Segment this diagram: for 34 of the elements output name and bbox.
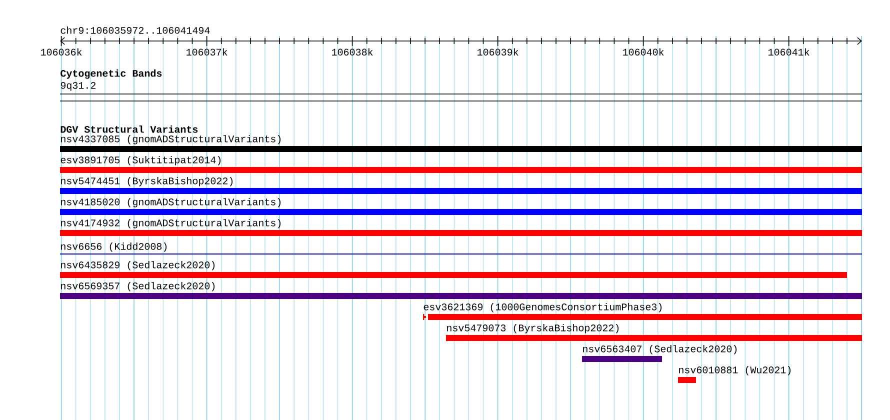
node-label: nsv6656 (Kidd2008) xyxy=(61,242,167,252)
node-label: nsv6569357 (Sedlazeck2020) xyxy=(61,282,215,292)
track-heading: DGV Structural Variants xyxy=(60,125,198,133)
node-label: nsv6010881 (Wu2021) xyxy=(679,366,791,376)
tick-label: 106038k xyxy=(332,48,373,56)
track-heading: Cytogenetic Bands xyxy=(60,69,162,79)
variant-feature: nsv5479073 (ByrskaBishop2022) xyxy=(446,324,862,341)
variant-feature: nsv6435829 (Sedlazeck2020) xyxy=(60,260,848,278)
node-label: nsv5474451 (ByrskaBishop2022) xyxy=(61,176,233,186)
node-label: nsv5479073 (ByrskaBishop2022) xyxy=(447,324,619,334)
variant-feature: nsv5474451 (ByrskaBishop2022) xyxy=(60,176,862,194)
variant-feature: esv3621369 (1000GenomesConsortiumPhase3) xyxy=(423,302,862,320)
tick-label: 106037k xyxy=(186,48,228,56)
variant-feature: esv3891705 (Suktitipat2014) xyxy=(60,156,862,173)
tick-label: 106041k xyxy=(768,48,810,56)
band-label: 9q31.2 xyxy=(60,82,96,91)
variant-feature: nsv4185020 (gnomADStructuralVariants) xyxy=(60,198,862,215)
variant-feature: nsv6569357 (Sedlazeck2020) xyxy=(60,282,862,299)
node-label: esv3891705 (Suktitipat2014) xyxy=(60,156,221,166)
tick-label: 106039k xyxy=(478,48,518,56)
variant-feature: nsv6563407 (Sedlazeck2020) xyxy=(582,344,737,362)
region-title: chr9:106035972..106041494 xyxy=(60,26,210,34)
node-label: nsv4337085 (gnomADStructuralVariants) xyxy=(61,134,281,144)
node-label: nsv6435829 (Sedlazeck2020) xyxy=(61,260,215,270)
node-label: esv3621369 (1000GenomesConsortiumPhase3) xyxy=(424,302,662,312)
variant-feature: nsv4337085 (gnomADStructuralVariants) xyxy=(60,134,862,152)
node-label: nsv6563407 (Sedlazeck2020) xyxy=(583,344,737,354)
node-label: nsv4185020 (gnomADStructuralVariants) xyxy=(61,198,281,208)
variant-feature: nsv6656 (Kidd2008) xyxy=(60,242,862,254)
variant-feature: nsv6010881 (Wu2021) xyxy=(678,366,791,383)
tick-label: 106036k xyxy=(41,48,82,56)
variant-feature: nsv4174932 (gnomADStructuralVariants) xyxy=(60,218,862,236)
tick-label: 106040k xyxy=(623,48,664,56)
node-label: nsv4174932 (gnomADStructuralVariants) xyxy=(61,218,281,228)
